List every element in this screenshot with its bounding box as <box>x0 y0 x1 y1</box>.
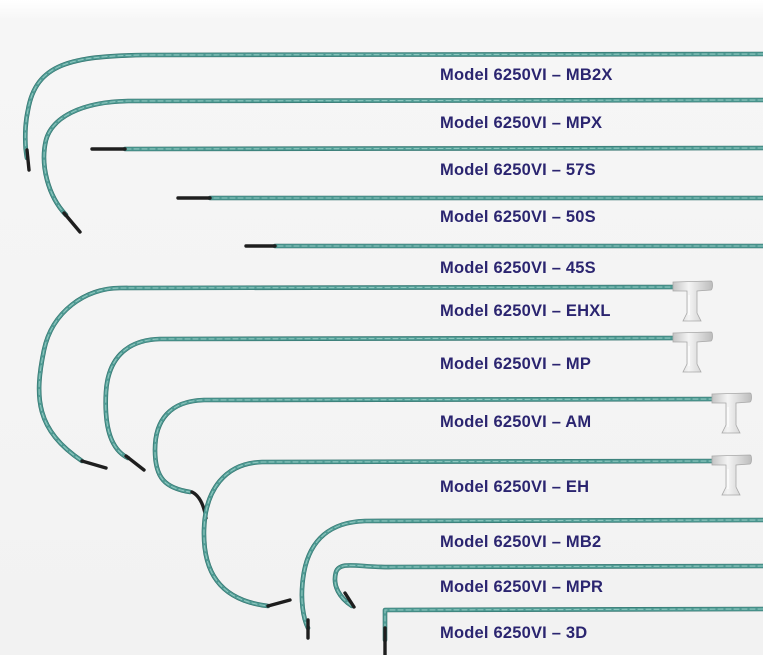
label-3d: Model 6250VI – 3D <box>440 624 588 642</box>
wire-braid <box>384 608 763 641</box>
wire-braid <box>154 398 731 493</box>
wire-braid <box>301 519 763 629</box>
catheter-ehxl <box>36 284 689 470</box>
catheter-tip <box>62 211 82 234</box>
hub-connector-icon <box>672 280 713 322</box>
catheter-tip <box>25 148 31 172</box>
hub-connector-icon <box>672 331 713 373</box>
catheter-57s <box>90 145 763 152</box>
wire-braid <box>105 337 687 459</box>
wire-braid <box>124 147 763 150</box>
label-mb2x: Model 6250VI – MB2X <box>440 66 613 84</box>
label-57s: Model 6250VI – 57S <box>440 161 596 179</box>
catheter-tip <box>343 591 356 609</box>
catheter-tip <box>80 459 108 470</box>
catheter-mb2 <box>299 517 763 640</box>
catheter-tip <box>124 454 146 472</box>
label-mpx: Model 6250VI – MPX <box>440 114 603 132</box>
catheter-mp <box>103 335 689 472</box>
label-mp: Model 6250VI – MP <box>440 355 592 373</box>
label-50s: Model 6250VI – 50S <box>440 208 596 226</box>
wire-braid <box>203 460 731 607</box>
catheter-mb2x <box>22 51 763 172</box>
label-am: Model 6250VI – AM <box>440 413 592 431</box>
label-eh: Model 6250VI – EH <box>440 478 590 496</box>
wire-braid <box>334 564 763 607</box>
label-mpr: Model 6250VI – MPR <box>440 578 604 596</box>
catheter-tip <box>266 598 292 608</box>
wire-braid <box>24 53 763 159</box>
hub-connector-icon <box>711 454 752 496</box>
label-45s: Model 6250VI – 45S <box>440 259 596 277</box>
catheter-mpx <box>41 97 763 234</box>
catheter-mpr <box>332 563 763 609</box>
catheter-eh <box>201 458 733 609</box>
catheter-3d <box>382 606 763 655</box>
hub-connector-icon <box>711 392 752 434</box>
wire-braid <box>43 99 763 216</box>
label-ehxl: Model 6250VI – EHXL <box>440 302 611 320</box>
catheter-am <box>152 396 733 520</box>
wire-braid <box>38 286 687 462</box>
label-mb2: Model 6250VI – MB2 <box>440 533 602 551</box>
